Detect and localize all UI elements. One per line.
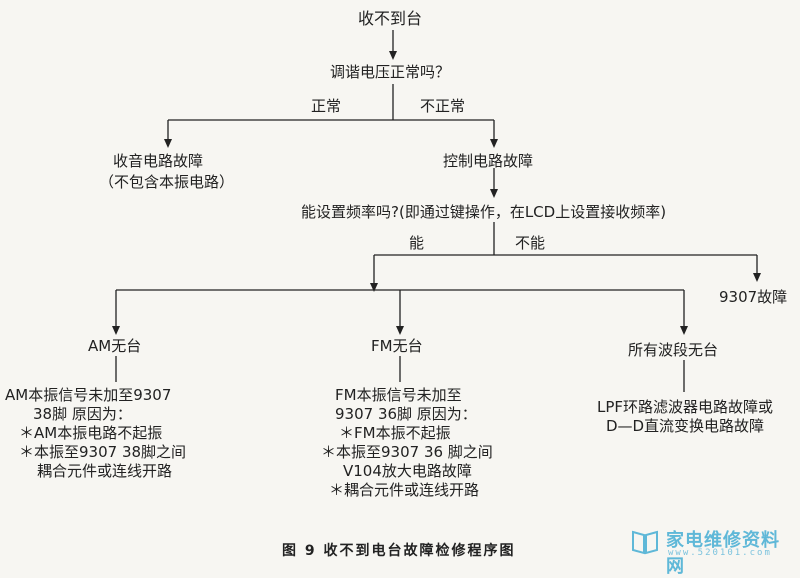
am-detail-line: 耦合元件或连线开路	[37, 462, 173, 480]
am-detail-block: AM本振信号未加至9307 38脚 原因为： ＊AM本振电路不起振 ＊本振至93…	[5, 386, 186, 481]
am-detail-line: ＊AM本振电路不起振	[19, 424, 163, 442]
branch-label-abnormal: 不正常	[420, 97, 466, 115]
node-fm-no-station: FM无台	[371, 337, 423, 355]
fm-detail-line: ＊耦合元件或连线开路	[329, 481, 480, 499]
all-bands-detail-block: LPF环路滤波器电路故障或 D—D直流变换电路故障	[590, 398, 780, 436]
branch-label-normal: 正常	[311, 97, 342, 115]
node-radio-circuit-fault: 收音电路故障	[113, 152, 204, 170]
node-am-no-station: AM无台	[88, 337, 142, 355]
am-detail-line: 38脚 原因为：	[33, 405, 132, 423]
all-bands-detail-line: D—D直流变换电路故障	[605, 417, 765, 435]
figure-caption: 图 9 收不到电台故障检修程序图	[282, 543, 516, 559]
watermark-url: www.520101.com	[668, 548, 772, 558]
node-all-bands-no-station: 所有波段无台	[628, 341, 719, 359]
node-9307-fault: 9307故障	[719, 288, 788, 306]
fm-detail-line: FM本振信号未加至	[335, 386, 462, 404]
node-question-set-frequency: 能设置频率吗?(即通过键操作，在LCD上设置接收频率)	[301, 203, 667, 221]
node-start: 收不到台	[358, 9, 423, 28]
am-detail-line: AM本振信号未加至9307	[5, 386, 172, 404]
fm-detail-line: V104放大电路故障	[343, 462, 472, 480]
node-control-circuit-fault: 控制电路故障	[443, 152, 534, 170]
watermark: 家电维修资料网 www.520101.com	[630, 526, 795, 577]
branch-label-can: 能	[409, 234, 425, 252]
branch-label-cannot: 不能	[515, 234, 546, 252]
am-detail-line: ＊本振至9307 38脚之间	[19, 443, 187, 461]
fm-detail-line: ＊本振至9307 36 脚之间	[321, 443, 493, 461]
node-question-tuning-voltage: 调谐电压正常吗？	[330, 63, 451, 81]
flowchart-connectors	[112, 30, 761, 392]
all-bands-detail-line: LPF环路滤波器电路故障或	[596, 398, 774, 416]
fm-detail-line: ＊FM本振不起振	[339, 424, 451, 442]
fm-detail-block: FM本振信号未加至 9307 36脚 原因为： ＊FM本振不起振 ＊本振至930…	[321, 386, 493, 500]
node-radio-circuit-fault-note: （不包含本振电路）	[99, 173, 235, 191]
fm-detail-line: 9307 36脚 原因为：	[335, 405, 477, 423]
book-logo-icon	[632, 530, 658, 555]
